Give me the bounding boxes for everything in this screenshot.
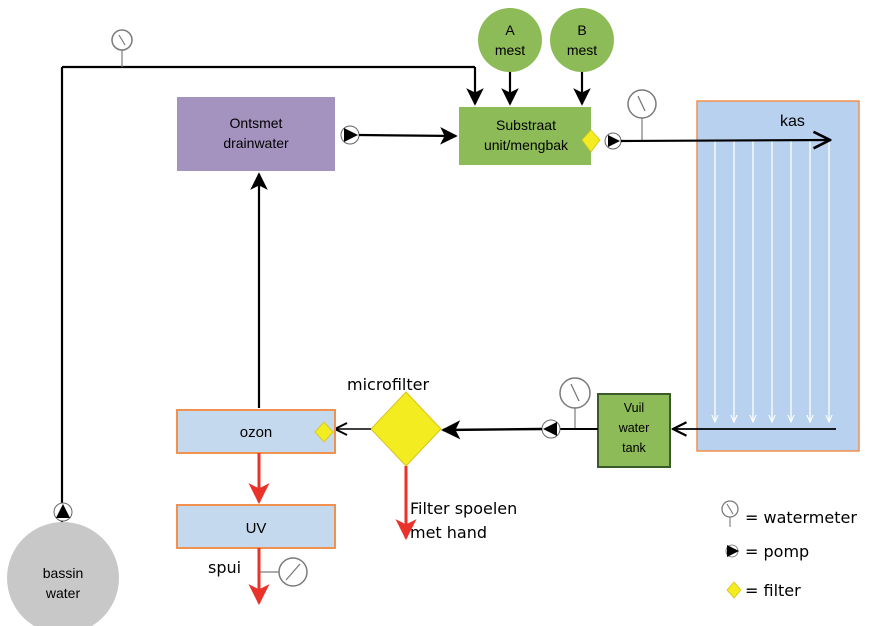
svg-text:bassin: bassin xyxy=(43,565,83,581)
b-mest-node: B mest xyxy=(550,8,614,72)
legend-filter: = filter xyxy=(745,581,801,600)
svg-text:mest: mest xyxy=(567,42,597,58)
spui-label: spui xyxy=(208,558,241,577)
svg-text:drainwater: drainwater xyxy=(223,135,289,151)
bassin-water-node: bassin water xyxy=(7,522,119,626)
filter-icon xyxy=(581,129,601,153)
ontsmet-node: Ontsmet drainwater xyxy=(177,97,335,171)
pump-icon xyxy=(541,419,561,439)
svg-text:mest: mest xyxy=(495,42,525,58)
substraat-node: Substraat unit/mengbak xyxy=(459,107,591,165)
filter-icon xyxy=(726,581,742,599)
supply-line xyxy=(60,50,484,575)
legend-pomp: = pomp xyxy=(745,542,809,561)
svg-text:Substraat: Substraat xyxy=(496,117,556,133)
svg-text:tank: tank xyxy=(622,441,646,455)
watermeter-icon xyxy=(259,557,308,587)
watermeter-icon xyxy=(559,377,591,429)
filter-icon xyxy=(314,421,334,443)
filter-spoelen-label: Filter spoelen xyxy=(410,499,517,518)
watermeter-icon xyxy=(627,89,657,140)
pump-icon xyxy=(604,132,622,150)
microfilter-label: microfilter xyxy=(347,375,429,394)
arrow-to-kas xyxy=(620,140,830,141)
svg-text:water: water xyxy=(618,421,650,435)
a-mest-node: A mest xyxy=(478,8,542,72)
svg-text:unit/mengbak: unit/mengbak xyxy=(484,137,569,153)
svg-text:Vuil: Vuil xyxy=(624,401,644,415)
met-hand-label: met hand xyxy=(410,523,487,542)
arrow-to-microfilter xyxy=(441,420,543,440)
svg-text:A: A xyxy=(505,22,515,38)
watermeter-icon xyxy=(111,29,133,51)
legend: = watermeter = pomp = filter xyxy=(721,500,857,600)
svg-text:B: B xyxy=(577,22,586,38)
svg-text:ozon: ozon xyxy=(240,424,273,441)
vuil-water-tank-node: Vuil water tank xyxy=(597,393,671,468)
kas-label: kas xyxy=(780,113,805,130)
svg-text:water: water xyxy=(45,585,81,601)
legend-watermeter: = watermeter xyxy=(745,508,857,527)
pump-icon xyxy=(725,544,739,558)
kas-flow-lines xyxy=(715,140,829,422)
svg-text:Ontsmet: Ontsmet xyxy=(230,115,283,131)
ozon-node: ozon xyxy=(176,409,336,454)
uv-node: UV xyxy=(176,504,336,549)
arrow-to-substraat xyxy=(358,127,458,145)
microfilter-diamond xyxy=(370,391,442,467)
pump-icon xyxy=(53,502,73,522)
watermeter-icon xyxy=(721,500,739,527)
pump-icon xyxy=(340,125,360,145)
svg-text:UV: UV xyxy=(246,520,267,537)
kas-box: kas xyxy=(696,100,860,452)
